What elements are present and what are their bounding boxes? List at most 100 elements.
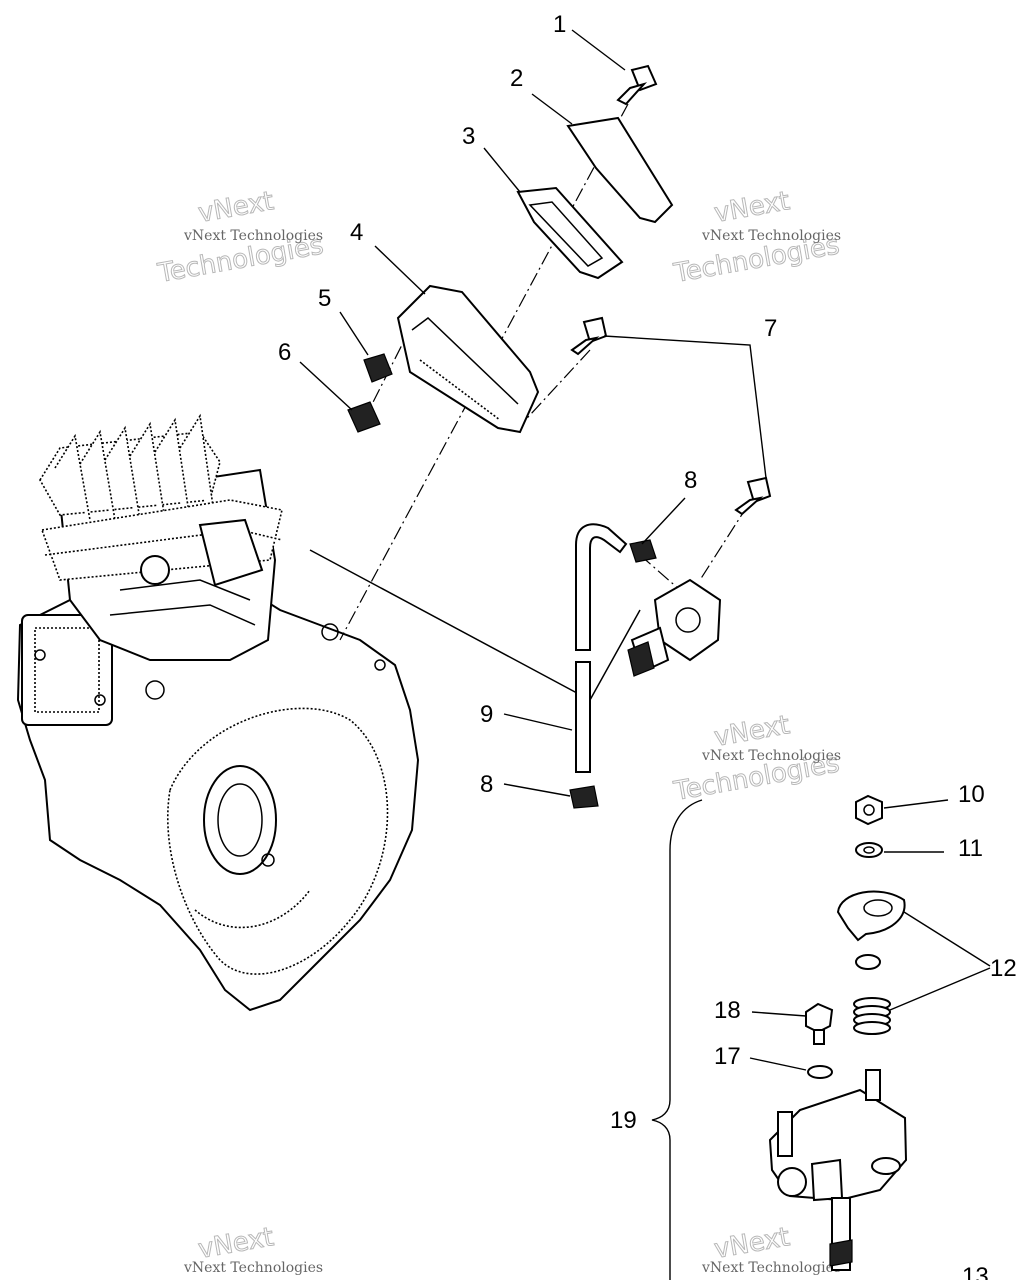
leader	[749, 1057, 807, 1071]
housing	[396, 284, 540, 434]
leader	[751, 1011, 807, 1017]
crankcase-cover-ring	[166, 707, 389, 975]
centerline	[639, 554, 681, 591]
gasket	[516, 186, 624, 280]
callout-8-upper: 8	[684, 467, 697, 494]
hose-lower	[575, 661, 591, 773]
gasket-outer	[516, 186, 624, 280]
pump-subassembly	[768, 794, 908, 1271]
watermark-text: vNext	[712, 186, 792, 229]
nut-hole	[863, 804, 875, 816]
gasket-inner	[528, 201, 604, 267]
centerline	[517, 349, 591, 429]
watermark-bottom-right: vNext vNext Technologies	[701, 1222, 841, 1276]
bolt-boss	[34, 649, 46, 661]
bolt-part-7-lower	[734, 476, 772, 516]
collar	[363, 353, 393, 383]
fin	[104, 425, 141, 521]
callout-4: 4	[350, 219, 363, 246]
bolt-head	[630, 64, 658, 92]
housing-body	[396, 284, 540, 434]
bolt-boss	[94, 694, 106, 706]
leader	[571, 29, 626, 71]
bolt-part-7-upper	[570, 316, 608, 356]
callout-5: 5	[318, 285, 331, 312]
callout-6: 6	[278, 339, 291, 366]
bolt-boss	[145, 680, 165, 700]
centerline	[699, 504, 749, 581]
fin	[54, 433, 91, 521]
bolt-shank	[616, 82, 648, 106]
callout-1: 1	[553, 11, 566, 38]
leader-lines	[299, 29, 991, 1071]
leader	[483, 147, 521, 193]
callout-13: 13	[962, 1263, 989, 1280]
leader	[503, 783, 571, 797]
watermark-text: vNext	[196, 1222, 276, 1265]
housing-edge	[411, 317, 519, 405]
oil-hose	[575, 523, 628, 773]
washer	[807, 1065, 833, 1079]
leader	[531, 93, 573, 125]
spring-coil	[853, 1021, 891, 1035]
watermark-text: vNext Technologies	[701, 1260, 841, 1276]
cylinder-detail	[109, 604, 256, 626]
callout-10: 10	[958, 781, 985, 808]
housing-detail	[419, 359, 501, 421]
callout-18: 18	[714, 997, 741, 1024]
leader	[339, 311, 369, 356]
leader	[883, 799, 949, 809]
callout-12: 12	[990, 955, 1017, 982]
clamp	[569, 785, 599, 809]
spring	[853, 997, 891, 1035]
cap-plate-hole	[863, 899, 893, 917]
leader	[889, 967, 991, 1011]
cover-detail	[194, 889, 311, 929]
washer	[855, 842, 883, 858]
pump-boss	[810, 1158, 844, 1202]
pump-stud	[777, 1111, 793, 1157]
fin	[129, 421, 166, 521]
callout-labels: 1 2 3 4 5 6 7 8 9 8 10 11 12 18 17 19 13	[278, 11, 1017, 1280]
pump-flange	[871, 1157, 901, 1175]
engine-assembly	[16, 413, 420, 1012]
bolt-shank	[734, 496, 764, 516]
callout-7: 7	[764, 315, 777, 342]
callout-3: 3	[462, 123, 475, 150]
intake-port-inner	[34, 627, 100, 713]
crank-bore	[203, 765, 277, 875]
bolt-head	[805, 1002, 834, 1034]
watermark-text: vNext	[196, 186, 276, 229]
fin	[154, 417, 191, 521]
centerline	[339, 103, 629, 641]
watermark-text: vNext Technologies	[183, 228, 323, 244]
watermark-mid-right: vNext Technologies vNext Technologies	[671, 710, 843, 808]
callout-9: 9	[480, 701, 493, 728]
bolt-boss	[321, 623, 339, 641]
leader	[374, 245, 426, 295]
pump-port	[675, 607, 701, 633]
washer-small	[855, 954, 881, 970]
crank-seal	[217, 783, 263, 857]
watermark-top-left: vNext Technologies vNext Technologies	[155, 186, 327, 290]
nut	[855, 794, 883, 826]
oil-pump	[627, 578, 722, 677]
leader	[903, 911, 991, 967]
pump-gear	[627, 641, 655, 677]
pump-knob	[777, 1167, 807, 1197]
washer-hole	[863, 846, 875, 854]
callout-19: 19	[610, 1107, 637, 1134]
bolt-shank	[570, 336, 600, 356]
fin	[79, 429, 116, 521]
callout-17: 17	[714, 1043, 741, 1070]
bolt-boss	[374, 659, 386, 671]
callout-2: 2	[510, 65, 523, 92]
watermark-text: vNext Technologies	[701, 228, 841, 244]
collar	[347, 401, 381, 433]
pump-gear	[829, 1239, 853, 1267]
watermark-text: vNext Technologies	[701, 748, 841, 764]
clamp-part-8-lower	[569, 785, 599, 809]
bolt-boss	[261, 853, 275, 867]
pump-shaft	[865, 1069, 881, 1101]
